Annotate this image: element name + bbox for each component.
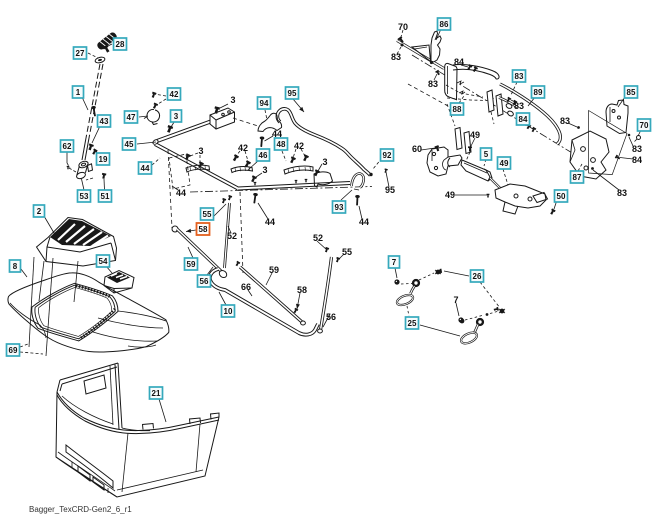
svg-text:45: 45 [125, 140, 134, 149]
svg-text:42: 42 [294, 141, 304, 151]
svg-text:56: 56 [200, 277, 209, 286]
svg-text:42: 42 [238, 143, 248, 153]
svg-text:83: 83 [617, 188, 627, 198]
svg-text:94: 94 [260, 99, 269, 108]
svg-text:48: 48 [277, 140, 286, 149]
svg-text:59: 59 [269, 265, 279, 275]
svg-text:7: 7 [453, 295, 458, 305]
svg-text:44: 44 [176, 188, 186, 198]
svg-text:3: 3 [174, 112, 179, 121]
svg-text:69: 69 [9, 346, 18, 355]
svg-text:84: 84 [519, 115, 528, 124]
svg-text:85: 85 [627, 88, 636, 97]
svg-text:58: 58 [297, 285, 307, 295]
svg-text:3: 3 [230, 95, 235, 105]
svg-text:5: 5 [484, 150, 489, 159]
svg-text:8: 8 [13, 262, 18, 271]
svg-text:66: 66 [241, 282, 251, 292]
svg-text:28: 28 [116, 40, 125, 49]
svg-text:52: 52 [227, 231, 237, 241]
svg-text:52: 52 [313, 233, 323, 243]
svg-text:49: 49 [470, 130, 480, 140]
svg-text:92: 92 [383, 151, 392, 160]
svg-text:Bagger_TexCRD-Gen2_6_r1: Bagger_TexCRD-Gen2_6_r1 [29, 505, 132, 514]
svg-text:44: 44 [141, 164, 150, 173]
svg-text:43: 43 [100, 117, 109, 126]
svg-text:83: 83 [428, 79, 438, 89]
svg-text:83: 83 [514, 101, 524, 111]
svg-text:54: 54 [99, 257, 108, 266]
svg-text:70: 70 [398, 22, 408, 32]
svg-text:58: 58 [199, 225, 208, 234]
svg-text:2: 2 [37, 207, 42, 216]
svg-text:55: 55 [203, 210, 212, 219]
svg-text:3: 3 [262, 165, 267, 175]
svg-text:44: 44 [272, 129, 282, 139]
svg-text:83: 83 [515, 72, 524, 81]
svg-text:87: 87 [573, 173, 582, 182]
svg-text:10: 10 [224, 307, 233, 316]
svg-text:95: 95 [385, 185, 395, 195]
svg-text:46: 46 [259, 151, 268, 160]
svg-text:19: 19 [99, 155, 108, 164]
svg-text:83: 83 [632, 144, 642, 154]
svg-text:93: 93 [335, 203, 344, 212]
svg-text:59: 59 [187, 260, 196, 269]
svg-text:56: 56 [326, 312, 336, 322]
svg-text:83: 83 [391, 52, 401, 62]
svg-text:84: 84 [632, 155, 642, 165]
svg-text:89: 89 [534, 88, 543, 97]
svg-text:49: 49 [500, 159, 509, 168]
svg-text:95: 95 [288, 89, 297, 98]
svg-text:53: 53 [80, 192, 89, 201]
svg-text:88: 88 [453, 105, 462, 114]
svg-text:50: 50 [557, 192, 566, 201]
svg-text:27: 27 [76, 49, 85, 58]
svg-text:86: 86 [440, 20, 449, 29]
svg-text:60: 60 [412, 144, 422, 154]
svg-text:83: 83 [560, 116, 570, 126]
svg-text:21: 21 [152, 389, 161, 398]
svg-text:51: 51 [101, 192, 110, 201]
svg-text:42: 42 [170, 90, 179, 99]
svg-text:47: 47 [127, 113, 136, 122]
svg-text:1: 1 [76, 88, 81, 97]
svg-text:3: 3 [198, 146, 203, 156]
svg-text:7: 7 [392, 258, 397, 267]
svg-text:55: 55 [342, 247, 352, 257]
svg-text:26: 26 [473, 272, 482, 281]
svg-text:25: 25 [408, 319, 417, 328]
svg-text:62: 62 [63, 142, 72, 151]
svg-text:84: 84 [454, 57, 464, 67]
svg-text:44: 44 [359, 217, 369, 227]
svg-text:70: 70 [640, 121, 649, 130]
svg-text:49: 49 [445, 190, 455, 200]
svg-text:44: 44 [265, 217, 275, 227]
svg-text:3: 3 [322, 157, 327, 167]
